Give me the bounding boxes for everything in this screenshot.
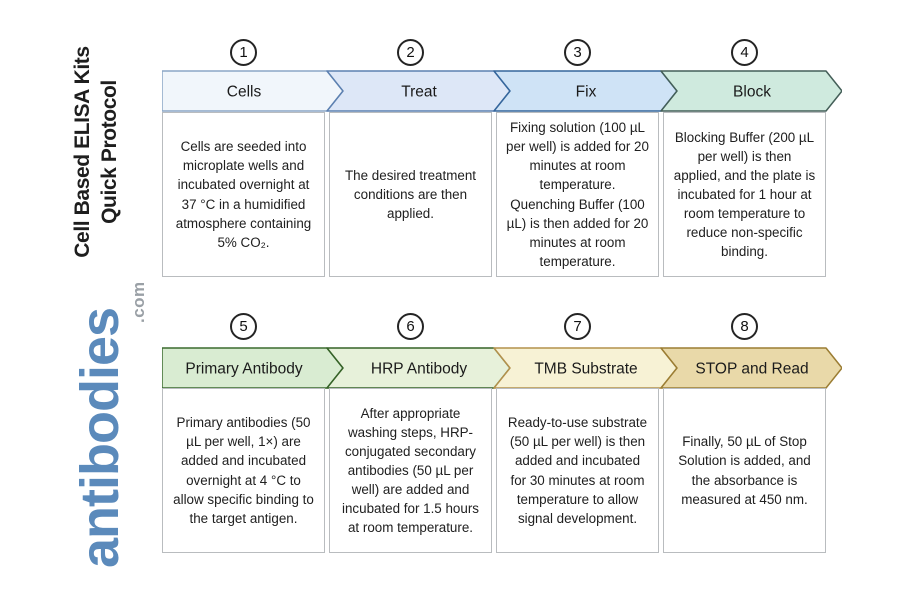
step-label: HRP Antibody xyxy=(371,361,467,378)
logo-tld: .com xyxy=(129,281,148,323)
step-description-box: Primary antibodies (50 µL per well, 1×) … xyxy=(162,388,325,553)
step-number: 7 xyxy=(573,318,582,335)
page-title-line2: Quick Protocol xyxy=(98,80,121,224)
step-description-box: Fixing solution (100 µL per well) is add… xyxy=(496,112,659,277)
step-description-box: The desired treatment conditions are the… xyxy=(329,112,492,277)
step-number-badge: 1 xyxy=(230,39,257,66)
step-number-badge: 5 xyxy=(230,313,257,340)
step-description: Blocking Buffer (200 µL per well) is the… xyxy=(673,129,816,260)
step-number: 6 xyxy=(406,318,415,335)
step-description: Cells are seeded into microplate wells a… xyxy=(175,139,312,250)
step-label: Primary Antibody xyxy=(185,361,302,378)
step-number: 3 xyxy=(573,44,582,61)
step-number-badge: 4 xyxy=(731,39,758,66)
step-label: STOP and Read xyxy=(695,361,808,378)
step-number: 2 xyxy=(406,44,415,61)
step-arrow xyxy=(660,70,842,112)
step-label: Fix xyxy=(576,84,597,101)
step-number-badge: 7 xyxy=(564,313,591,340)
step-number-badge: 6 xyxy=(397,313,424,340)
page-title: Cell Based ELISA Kits Quick Protocol xyxy=(69,32,129,272)
step-arrow xyxy=(660,347,842,389)
arrow-band-row2: Primary Antibody HRP Antibody TMB Substr… xyxy=(162,347,842,389)
step-description: After appropriate washing steps, HRP-con… xyxy=(342,405,479,536)
step-description: Finally, 50 µL of Stop Solution is added… xyxy=(678,434,811,507)
flow-area: 1 2 3 4 Cells Treat Fix Block Cells are … xyxy=(162,0,862,594)
step-description-box: Blocking Buffer (200 µL per well) is the… xyxy=(663,112,826,277)
step-label: Cells xyxy=(227,84,262,101)
step-description: Primary antibodies (50 µL per well, 1×) … xyxy=(173,415,314,526)
step-number-badge: 8 xyxy=(731,313,758,340)
arrow-band-row1: Cells Treat Fix Block xyxy=(162,70,842,112)
antibodies-logo: antibodies .com xyxy=(60,274,148,574)
step-label: Block xyxy=(733,84,771,101)
step-description-box: After appropriate washing steps, HRP-con… xyxy=(329,388,492,553)
step-label: Treat xyxy=(401,84,437,101)
step-description-box: Ready-to-use substrate (50 µL per well) … xyxy=(496,388,659,553)
step-description: Ready-to-use substrate (50 µL per well) … xyxy=(507,415,648,526)
step-number: 1 xyxy=(239,44,248,61)
step-number: 5 xyxy=(239,318,248,335)
page-title-line1: Cell Based ELISA Kits xyxy=(71,46,94,258)
step-number-badge: 2 xyxy=(397,39,424,66)
step-label: TMB Substrate xyxy=(534,361,637,378)
step-number-badge: 3 xyxy=(564,39,591,66)
logo-wordmark: antibodies xyxy=(70,307,130,568)
step-description: Fixing solution (100 µL per well) is add… xyxy=(506,120,649,269)
step-description: The desired treatment conditions are the… xyxy=(345,167,476,222)
step-number: 4 xyxy=(740,44,749,61)
step-description-box: Cells are seeded into microplate wells a… xyxy=(162,112,325,277)
step-number: 8 xyxy=(740,318,749,335)
step-description-box: Finally, 50 µL of Stop Solution is added… xyxy=(663,388,826,553)
